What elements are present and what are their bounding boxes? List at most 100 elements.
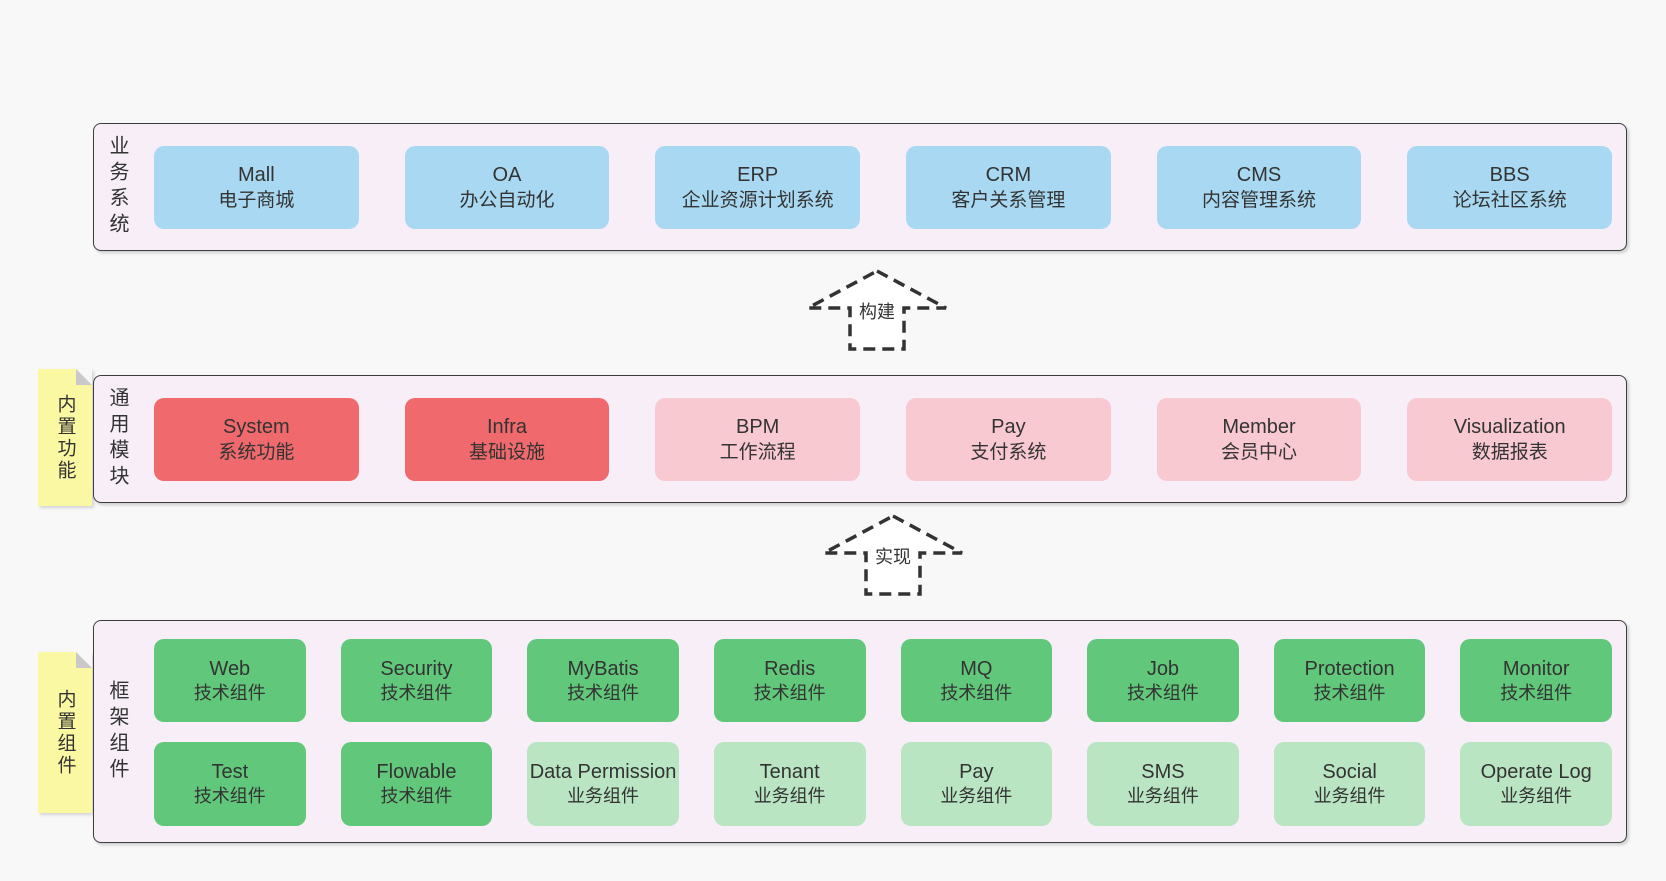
box-title: OA bbox=[492, 163, 522, 186]
sticky-note-builtin-features: 内置功能 bbox=[38, 369, 92, 506]
box-subtitle: 数据报表 bbox=[1471, 441, 1548, 463]
box-subtitle: 系统功能 bbox=[218, 441, 295, 463]
box-subtitle: 业务组件 bbox=[1313, 786, 1386, 806]
layer-label-framework-components: 框架组件 bbox=[106, 679, 128, 784]
box-title: Visualization bbox=[1453, 415, 1566, 438]
box-web: Web 技术组件 bbox=[154, 639, 306, 722]
box-title: Pay bbox=[991, 415, 1026, 438]
arrow-implement-label: 实现 bbox=[872, 544, 914, 570]
arrow-build-label: 构建 bbox=[856, 299, 898, 325]
box-title: Protection bbox=[1304, 657, 1395, 680]
sticky-label: 内置组件 bbox=[54, 688, 76, 777]
box-subtitle: 技术组件 bbox=[940, 682, 1013, 703]
box-title: MyBatis bbox=[567, 657, 639, 680]
box-subtitle: 会员中心 bbox=[1221, 441, 1298, 463]
box-tenant: Tenant 业务组件 bbox=[713, 742, 866, 826]
box-title: Social bbox=[1322, 761, 1377, 783]
box-title: Operate Log bbox=[1480, 761, 1592, 783]
box-infra: Infra 基础设施 bbox=[404, 398, 610, 481]
box-cms: CMS 内容管理系统 bbox=[1156, 146, 1362, 229]
box-title: System bbox=[222, 415, 290, 438]
layer-framework-components: 框架组件 Web 技术组件 Security 技术组件 MyBatis 技术组件… bbox=[93, 620, 1627, 843]
sticky-fold-icon bbox=[76, 369, 92, 385]
box-redis: Redis 技术组件 bbox=[713, 639, 866, 722]
box-system: System 系统功能 bbox=[154, 398, 359, 481]
box-social: Social 业务组件 bbox=[1273, 742, 1426, 826]
box-title: Flowable bbox=[376, 761, 457, 783]
box-title: Job bbox=[1146, 657, 1180, 680]
box-subtitle: 技术组件 bbox=[753, 682, 826, 703]
box-title: Test bbox=[211, 761, 249, 783]
box-crm: CRM 客户关系管理 bbox=[906, 146, 1111, 229]
box-subtitle: 电子商城 bbox=[218, 189, 295, 211]
box-subtitle: 办公自动化 bbox=[459, 189, 555, 211]
box-mq: MQ 技术组件 bbox=[900, 639, 1053, 722]
box-title: CRM bbox=[985, 163, 1032, 186]
box-pay-component: Pay 业务组件 bbox=[900, 742, 1053, 826]
box-erp: ERP 企业资源计划系统 bbox=[655, 146, 861, 229]
box-title: Mall bbox=[238, 163, 275, 186]
box-subtitle: 业务组件 bbox=[1500, 786, 1573, 806]
box-subtitle: 工作流程 bbox=[719, 441, 796, 463]
box-title: Monitor bbox=[1502, 657, 1570, 680]
sticky-label: 内置功能 bbox=[54, 393, 76, 482]
framework-components-row-1: Web 技术组件 Security 技术组件 MyBatis 技术组件 Redi… bbox=[154, 639, 1612, 722]
box-title: Security bbox=[380, 657, 453, 680]
box-subtitle: 业务组件 bbox=[1126, 786, 1199, 806]
box-subtitle: 业务组件 bbox=[567, 786, 640, 806]
box-job: Job 技术组件 bbox=[1087, 639, 1239, 722]
layer-label-common-modules: 通用模块 bbox=[106, 387, 128, 491]
layer-label-business-systems: 业务系统 bbox=[106, 135, 128, 239]
box-protection: Protection 技术组件 bbox=[1273, 639, 1426, 722]
box-subtitle: 业务组件 bbox=[940, 786, 1013, 806]
box-title: Data Permission bbox=[529, 761, 677, 783]
framework-components-row-2: Test 技术组件 Flowable 技术组件 Data Permission … bbox=[154, 742, 1612, 826]
box-subtitle: 论坛社区系统 bbox=[1452, 189, 1567, 211]
box-bpm: BPM 工作流程 bbox=[655, 398, 861, 481]
box-title: BPM bbox=[736, 415, 780, 438]
box-subtitle: 基础设施 bbox=[469, 441, 546, 463]
box-visualization: Visualization 数据报表 bbox=[1407, 398, 1613, 481]
box-monitor: Monitor 技术组件 bbox=[1460, 639, 1612, 722]
common-modules-row: System 系统功能 Infra 基础设施 BPM 工作流程 Pay 支付系统… bbox=[154, 398, 1613, 481]
box-subtitle: 技术组件 bbox=[380, 786, 453, 806]
box-title: Infra bbox=[486, 415, 528, 438]
box-subtitle: 技术组件 bbox=[1126, 682, 1199, 703]
box-bbs: BBS 论坛社区系统 bbox=[1407, 146, 1613, 229]
layer-business-systems: 业务系统 Mall 电子商城 OA 办公自动化 ERP 企业资源计划系统 CRM… bbox=[93, 123, 1627, 251]
layer-common-modules: 通用模块 System 系统功能 Infra 基础设施 BPM 工作流程 Pay… bbox=[93, 375, 1627, 503]
box-mall: Mall 电子商城 bbox=[154, 146, 359, 229]
box-title: SMS bbox=[1141, 761, 1185, 783]
box-subtitle: 技术组件 bbox=[1500, 682, 1573, 703]
box-subtitle: 客户关系管理 bbox=[951, 189, 1066, 211]
box-data-permission: Data Permission 业务组件 bbox=[527, 742, 679, 826]
box-pay-system: Pay 支付系统 bbox=[906, 398, 1111, 481]
box-title: Web bbox=[209, 657, 251, 680]
box-test: Test 技术组件 bbox=[154, 742, 306, 826]
box-sms: SMS 业务组件 bbox=[1087, 742, 1239, 826]
box-member: Member 会员中心 bbox=[1156, 398, 1362, 481]
box-subtitle: 内容管理系统 bbox=[1202, 189, 1317, 211]
box-oa: OA 办公自动化 bbox=[404, 146, 610, 229]
box-title: Tenant bbox=[759, 761, 820, 783]
box-subtitle: 企业资源计划系统 bbox=[681, 189, 834, 211]
box-title: Pay bbox=[959, 761, 994, 783]
box-subtitle: 技术组件 bbox=[193, 682, 266, 703]
box-subtitle: 技术组件 bbox=[380, 682, 453, 703]
box-title: ERP bbox=[737, 163, 779, 186]
box-title: Member bbox=[1222, 415, 1296, 438]
arrow-build: 构建 bbox=[805, 268, 949, 352]
box-title: BBS bbox=[1489, 163, 1530, 186]
box-subtitle: 技术组件 bbox=[193, 786, 266, 806]
box-flowable: Flowable 技术组件 bbox=[340, 742, 493, 826]
box-title: MQ bbox=[960, 657, 993, 680]
box-subtitle: 技术组件 bbox=[1313, 682, 1386, 703]
box-subtitle: 支付系统 bbox=[970, 441, 1047, 463]
box-subtitle: 技术组件 bbox=[567, 682, 640, 703]
box-security: Security 技术组件 bbox=[340, 639, 493, 722]
business-systems-row: Mall 电子商城 OA 办公自动化 ERP 企业资源计划系统 CRM 客户关系… bbox=[154, 146, 1613, 229]
sticky-fold-icon bbox=[76, 652, 92, 668]
box-title: CMS bbox=[1236, 163, 1282, 186]
box-subtitle: 业务组件 bbox=[753, 786, 826, 806]
